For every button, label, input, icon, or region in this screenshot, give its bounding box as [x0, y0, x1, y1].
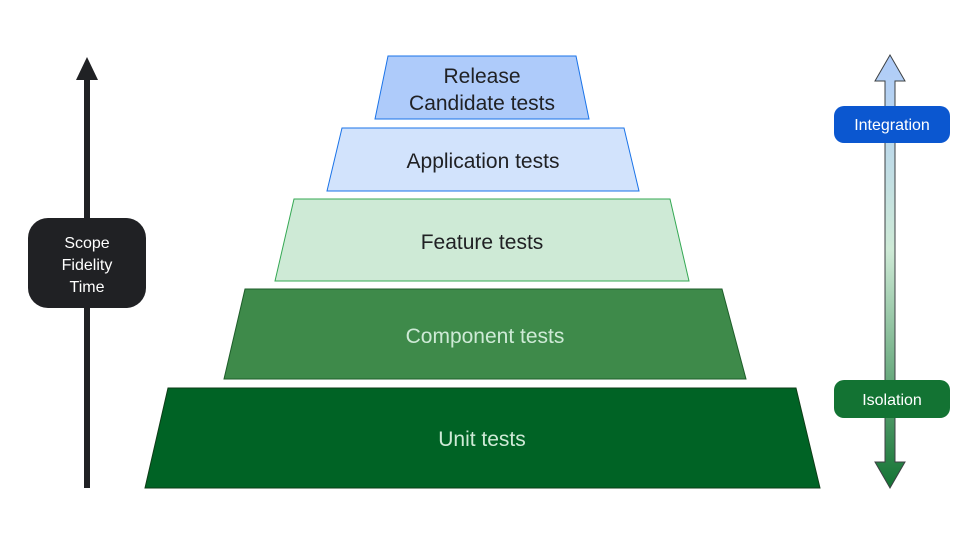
- integration-isolation-axis: Integration Isolation: [834, 53, 950, 490]
- tier-shape: [374, 55, 590, 120]
- left-axis-arrowhead: [76, 57, 98, 80]
- tier-component: Component tests: [223, 288, 747, 380]
- left-axis-label-line: Time: [70, 279, 105, 296]
- tier-application: Application tests: [326, 127, 640, 192]
- integration-pill: [834, 106, 950, 143]
- tier-label-line: Release: [443, 65, 520, 88]
- integration-label: Integration: [854, 117, 930, 134]
- right-axis-double-arrow: [874, 53, 906, 490]
- left-axis-label-box: [28, 218, 146, 308]
- tier-shape: [144, 387, 821, 489]
- tier-label-line: Feature tests: [421, 231, 544, 254]
- tier-release-candidate: Release Candidate tests: [374, 55, 590, 120]
- isolation-label: Isolation: [862, 392, 922, 409]
- tier-feature: Feature tests: [274, 198, 690, 282]
- tier-label-line: Candidate tests: [409, 92, 555, 115]
- tier-unit: Unit tests: [144, 387, 821, 489]
- scope-fidelity-time-axis: Scope Fidelity Time: [28, 57, 146, 488]
- pyramid: Release Candidate tests Application test…: [144, 55, 821, 489]
- tier-label-line: Component tests: [406, 325, 565, 348]
- isolation-pill: [834, 380, 950, 418]
- tier-shape: [223, 288, 747, 380]
- tier-label-line: Application tests: [407, 150, 560, 173]
- tier-shape: [326, 127, 640, 192]
- left-axis-label-line: Scope: [64, 235, 109, 252]
- tier-shape: [274, 198, 690, 282]
- left-axis-label-line: Fidelity: [62, 257, 113, 274]
- tier-label-line: Unit tests: [438, 428, 526, 451]
